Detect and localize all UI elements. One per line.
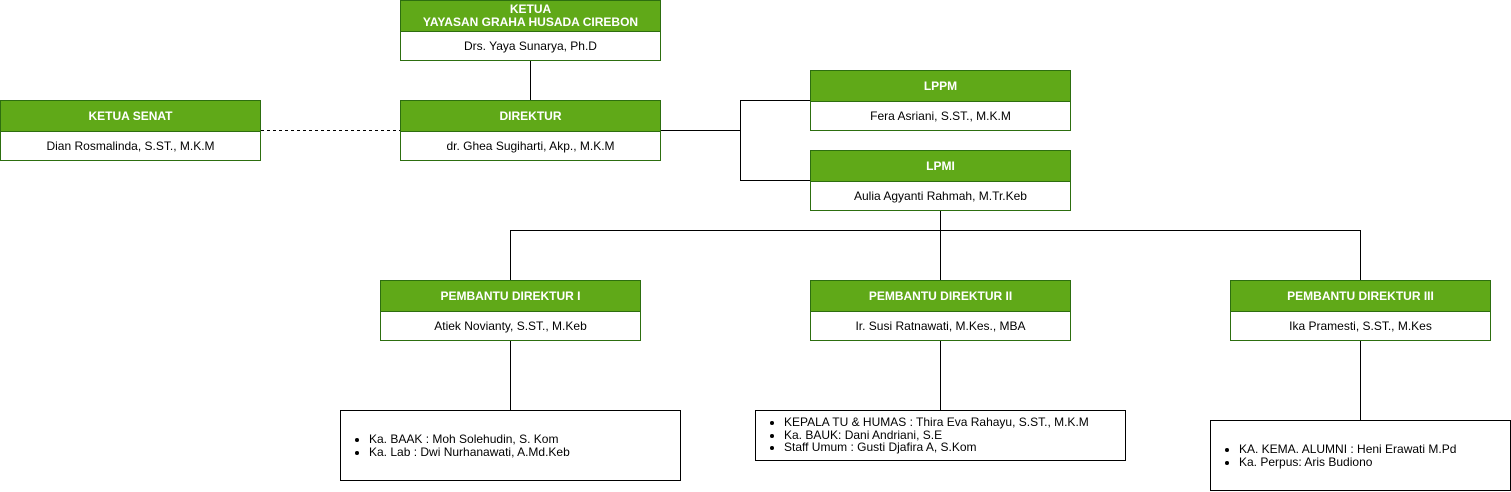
staff-list-list3: KA. KEMA. ALUMNI : Heni Erawati M.PdKa. … [1210,420,1511,491]
node-title-line: LPPM [923,78,958,93]
node-title: PEMBANTU DIREKTUR III [1231,281,1490,312]
org-node-pd2: PEMBANTU DIREKTUR II Ir. Susi Ratnawati, … [810,280,1071,341]
node-person-name: Ika Pramesti, S.ST., M.Kes [1289,319,1432,333]
staff-list-list2: KEPALA TU & HUMAS : Thira Eva Rahayu, S.… [755,410,1126,461]
node-title-line: PEMBANTU DIREKTUR II [868,288,1013,303]
org-node-pd3: PEMBANTU DIREKTUR III Ika Pramesti, S.ST.… [1230,280,1491,341]
connector-lpmi-pd3 [940,230,1361,280]
connector-direktur-lppm [661,100,810,131]
node-title-line: KETUA [509,2,552,16]
org-node-lppm: LPPM Fera Asriani, S.ST., M.K.M [810,70,1071,131]
node-title-line: PEMBANTU DIREKTUR III [1287,288,1434,303]
list-item: Ka. BAUK: Dani Andriani, S.E [784,428,1089,442]
org-node-lpmi: LPMI Aulia Agyanti Rahmah, M.Tr.Keb [810,150,1071,211]
staff-list-items: KA. KEMA. ALUMNI : Heni Erawati M.PdKa. … [1211,443,1456,468]
node-person-name: Aulia Agyanti Rahmah, M.Tr.Keb [854,189,1027,203]
connector-direktur-lpmi [740,130,810,181]
node-title-line: DIREKTUR [499,108,562,123]
staff-list-items: Ka. BAAK : Moh Solehudin, S. KomKa. Lab … [341,433,570,458]
node-title-line: PEMBANTU DIREKTUR I [440,288,581,303]
list-item: KA. KEMA. ALUMNI : Heni Erawati M.Pd [1239,443,1456,456]
list-item: Ka. BAAK : Moh Solehudin, S. Kom [369,433,570,446]
list-item: Staff Umum : Gusti Djafira A, S.Kom [784,441,1089,454]
node-person-name: Ir. Susi Ratnawati, M.Kes., MBA [855,319,1026,333]
org-node-pd1: PEMBANTU DIREKTUR I Atiek Novianty, S.ST.… [380,280,641,341]
node-person-name: dr. Ghea Sugiharti, Akp., M.K.M [446,139,615,153]
node-title: PEMBANTU DIREKTUR II [811,281,1070,312]
node-person-name: Fera Asriani, S.ST., M.K.M [870,109,1011,123]
node-person-name: Drs. Yaya Sunarya, Ph.D [464,39,597,53]
staff-list-items: KEPALA TU & HUMAS : Thira Eva Rahayu, S.… [756,416,1089,454]
node-title: LPPM [811,71,1070,102]
node-title-line: KETUA SENAT [88,108,173,123]
org-node-direktur: DIREKTUR dr. Ghea Sugiharti, Akp., M.K.M [400,100,661,161]
list-item: KEPALA TU & HUMAS : Thira Eva Rahayu, S.… [784,416,1089,429]
node-title-line: YAYASAN GRAHA HUSADA CIREBON [422,15,639,29]
node-title: DIREKTUR [401,101,660,132]
staff-list-list1: Ka. BAAK : Moh Solehudin, S. KomKa. Lab … [340,410,681,481]
node-title: PEMBANTU DIREKTUR I [381,281,640,312]
connector-lpmi-pd1 [510,211,941,280]
node-title: KETUA SENAT [1,101,260,132]
node-person-name: Atiek Novianty, S.ST., M.Keb [434,319,587,333]
list-item: Ka. Lab : Dwi Nurhanawati, A.Md.Keb [369,445,570,459]
node-title-line: LPMI [926,158,955,173]
list-item: Ka. Perpus: Aris Budiono [1239,455,1456,469]
org-node-senat: KETUA SENAT Dian Rosmalinda, S.ST., M.K.M [0,100,261,161]
node-person-name: Dian Rosmalinda, S.ST., M.K.M [46,139,215,153]
node-title: LPMI [811,151,1070,182]
